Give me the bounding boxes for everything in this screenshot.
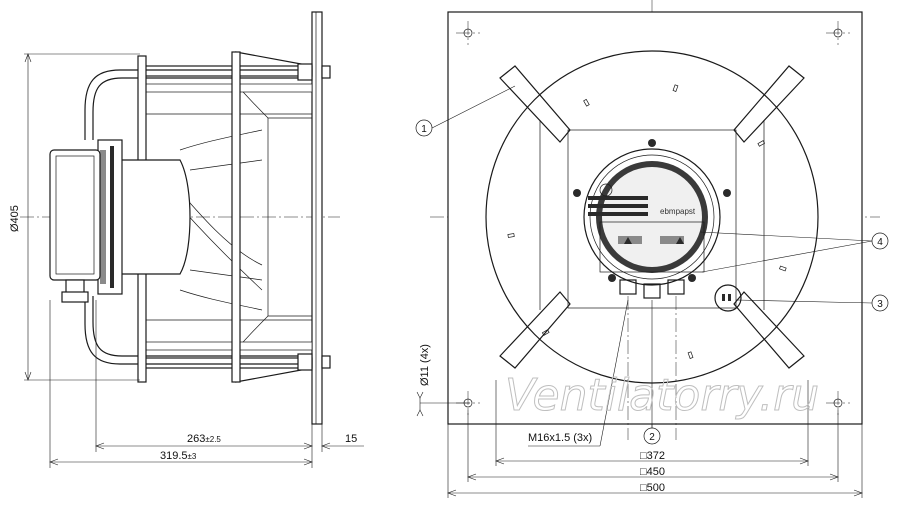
svg-text:4: 4 — [877, 237, 883, 248]
sq-mid-label: □450 — [640, 466, 665, 478]
guard-rod-top — [84, 69, 312, 140]
callout-2 — [643, 427, 661, 445]
brand-label: ebmpapst — [660, 207, 696, 216]
plate-thickness-label: 15 — [345, 433, 357, 445]
mounting-plate — [311, 11, 323, 425]
watermark: Ventilatorry.ru — [505, 370, 819, 421]
callout-3 — [871, 294, 889, 312]
guard-spokes — [499, 65, 805, 369]
strut-bottom — [139, 357, 313, 369]
diameter-label: Ø405 — [9, 205, 21, 232]
electronics-housing — [49, 149, 101, 281]
callout-4 — [871, 232, 889, 250]
square-dimensions: □372 □450 □500 — [447, 380, 863, 498]
motor-body — [119, 159, 191, 275]
svg-text:2: 2 — [649, 432, 655, 443]
cable-gland-label: M16x1.5 (3x) — [528, 432, 592, 444]
drain-hole — [714, 284, 742, 312]
svg-text:3: 3 — [877, 299, 883, 310]
sq-outer-label: □500 — [640, 482, 665, 494]
motor-screws — [573, 139, 731, 282]
motor-housing — [583, 148, 721, 286]
sq-inner-label: □372 — [640, 450, 665, 462]
guard-rod-bottom — [84, 296, 312, 365]
callout-1 — [415, 119, 433, 137]
cable-glands — [619, 279, 685, 440]
hole-label: Ø11 (4x) — [419, 344, 431, 386]
ring-slots — [507, 84, 787, 359]
depth-total-label: 319.5±3 — [160, 450, 197, 462]
callouts: 1 2 3 4 — [415, 85, 889, 445]
front-view: ebmpapst 1 2 — [415, 0, 889, 498]
svg-text:1: 1 — [421, 124, 427, 135]
depth-main-label: 263±2.5 — [187, 433, 221, 445]
side-view: Ø405 263±2.5 319.5±3 15 — [9, 11, 364, 468]
strut-top — [139, 65, 313, 77]
terminal-box — [599, 221, 705, 273]
